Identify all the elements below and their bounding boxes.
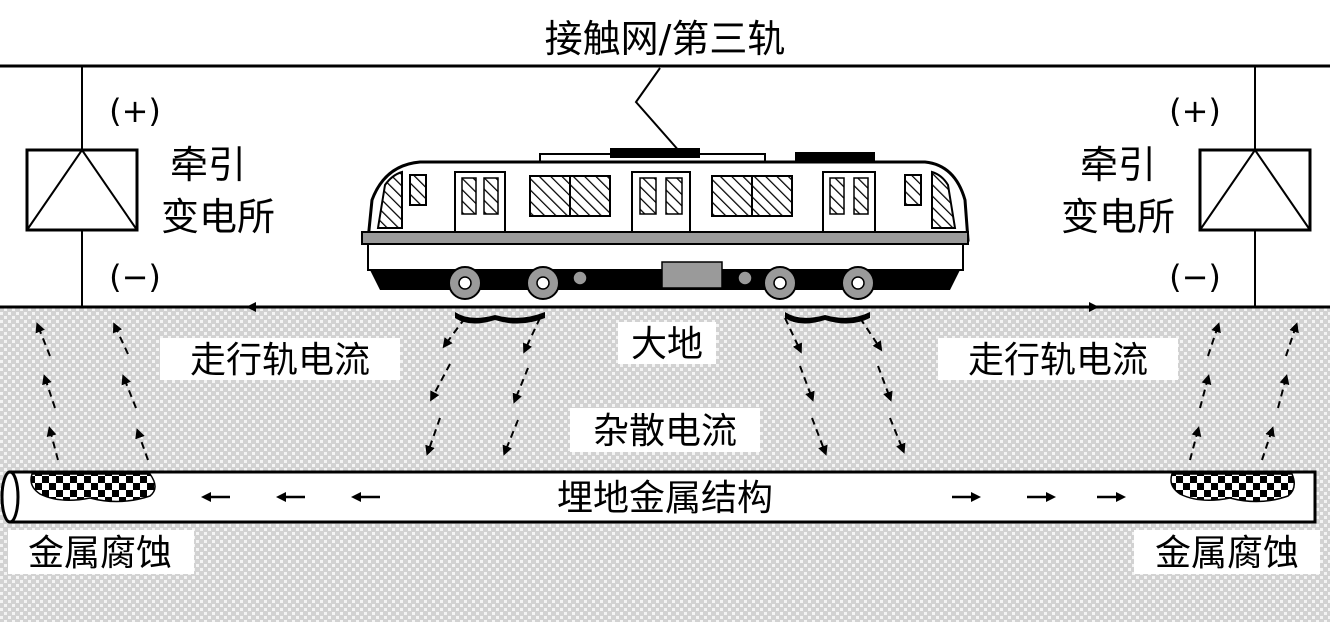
- leakage-point-right: [785, 312, 870, 324]
- corrosion-right-bg: [1134, 530, 1320, 574]
- corrosion-left-label: 金属腐蚀: [28, 533, 172, 574]
- leakage-point-left: [455, 312, 545, 324]
- rail-current-left-label: 走行轨电流: [190, 340, 370, 381]
- rail-current-right-label: 走行轨电流: [968, 340, 1148, 381]
- substation-right-label-1: 牵引: [1080, 143, 1156, 187]
- positive-right: (+): [1169, 92, 1221, 130]
- earth-label: 大地: [631, 324, 703, 365]
- substation-right-label-2: 变电所: [1061, 195, 1175, 239]
- pantograph: [634, 67, 681, 153]
- stray-current-arrows-up: [35, 322, 1299, 461]
- negative-left: (−): [109, 258, 161, 296]
- stray-current-arrows-down: [425, 317, 906, 456]
- corrosion-spot-right: [1170, 473, 1295, 503]
- substation-left-icon: [25, 148, 139, 232]
- substation-left-label-2: 变电所: [161, 195, 275, 239]
- corrosion-spot-left: [30, 473, 156, 503]
- negative-right: (−): [1169, 258, 1221, 296]
- train: [361, 148, 970, 300]
- corrosion-left-bg: [8, 530, 194, 574]
- stray-current-label: 杂散电流: [593, 411, 737, 452]
- substation-left-label-1: 牵引: [170, 143, 246, 187]
- corrosion-right-label: 金属腐蚀: [1155, 533, 1299, 574]
- substation-right-icon: [1198, 148, 1312, 232]
- buried-structure-label: 埋地金属结构: [557, 478, 773, 519]
- rail-current-right-bg: [938, 338, 1178, 380]
- stray-current-bg: [570, 408, 760, 452]
- catenary-label: 接触网/第三轨: [545, 17, 786, 61]
- rail-current-left-bg: [160, 338, 400, 380]
- positive-left: (+): [109, 92, 161, 130]
- earth-bg: [618, 322, 716, 364]
